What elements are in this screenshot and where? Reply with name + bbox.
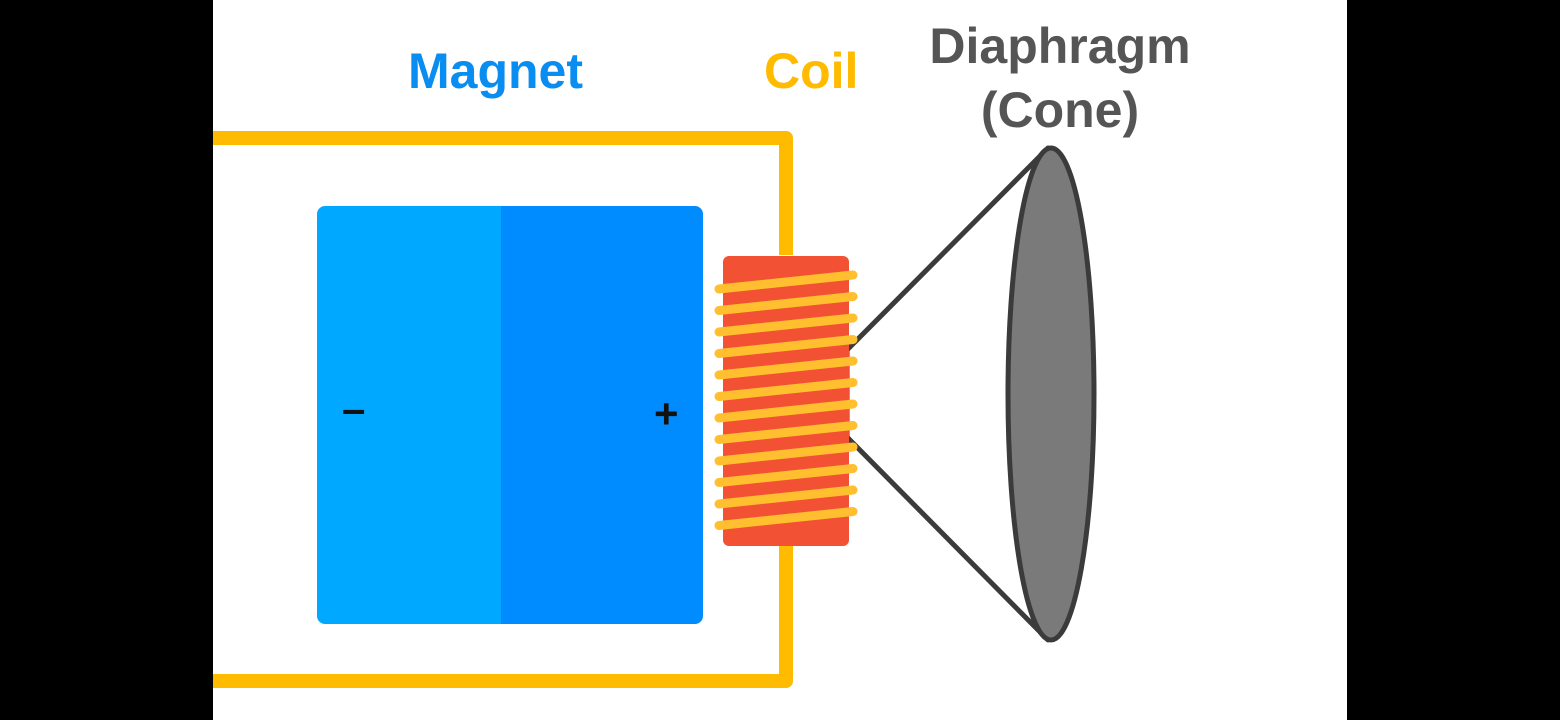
wire-bottom (213, 543, 793, 688)
magnet-positive-half-seam (501, 206, 531, 624)
diaphragm-label-line2: (Cone) (980, 82, 1140, 138)
coil-winding (714, 485, 858, 509)
coil-winding (714, 507, 858, 530)
coil-winding (714, 421, 858, 444)
coil-winding (714, 313, 858, 337)
magnet-label: Magnet (408, 43, 583, 99)
coil-winding (714, 335, 858, 358)
coil-windings (714, 270, 858, 530)
coil-winding (714, 292, 858, 315)
coil-winding (714, 270, 858, 294)
magnet-positive-half (501, 206, 703, 624)
diaphragm-label-line1: Diaphragm (929, 18, 1191, 74)
negative-pole-sign: – (342, 385, 366, 432)
coil-winding (714, 442, 858, 466)
coil-winding (714, 464, 858, 487)
coil-label: Coil (764, 43, 859, 99)
diaphragm-label: Diaphragm (Cone) (920, 14, 1200, 142)
magnet-negative-half (317, 206, 517, 624)
speaker-diagram-svg (213, 131, 1097, 688)
positive-pole-sign: + (654, 390, 679, 437)
coil-winding (714, 399, 858, 423)
coil-winding (714, 378, 858, 401)
wire-top (213, 131, 793, 255)
coil-winding (714, 356, 858, 380)
diaphragm-ellipse (1005, 145, 1097, 643)
speaker-diagram: Magnet Coil Diaphragm (Cone) – + (213, 0, 1347, 720)
